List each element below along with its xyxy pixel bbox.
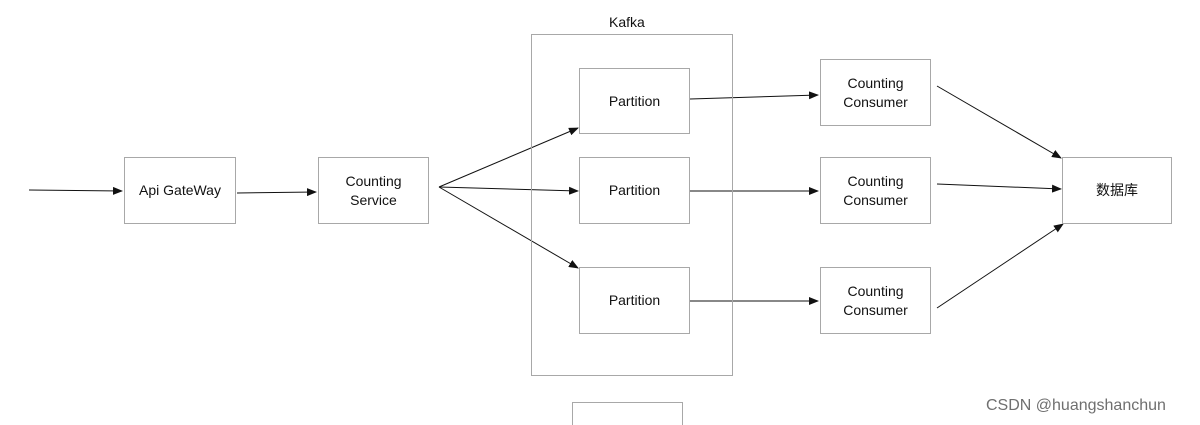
kafka-label: Kafka <box>609 14 645 30</box>
api-gateway-node: Api GateWay <box>124 157 236 224</box>
arrow-consumer-1-to-database <box>936 85 1062 159</box>
arrow-gateway-to-service <box>236 188 317 197</box>
arrow-partition-1-to-consumer-1 <box>689 91 819 100</box>
partition-node-2: Partition <box>579 157 690 224</box>
counting-consumer-node-2: Counting Consumer <box>820 157 931 224</box>
counting-service-node: Counting Service <box>318 157 429 224</box>
arrow-service-to-partition-2 <box>438 186 579 195</box>
arrow-service-to-partition-3 <box>438 186 579 269</box>
partial-box-bottom <box>572 402 683 425</box>
arrow-service-to-partition-1 <box>438 127 579 188</box>
partition-node-3: Partition <box>579 267 690 334</box>
kafka-group <box>531 34 733 376</box>
counting-consumer-node-1: Counting Consumer <box>820 59 931 126</box>
counting-consumer-node-3: Counting Consumer <box>820 267 931 334</box>
partition-node-1: Partition <box>579 68 690 134</box>
arrow-consumer-3-to-database <box>936 223 1064 309</box>
arrow-input-to-gateway <box>28 186 123 195</box>
database-node: 数据库 <box>1062 157 1172 224</box>
arrow-consumer-2-to-database <box>936 183 1062 193</box>
csdn-watermark: CSDN @huangshanchun <box>986 397 1166 414</box>
